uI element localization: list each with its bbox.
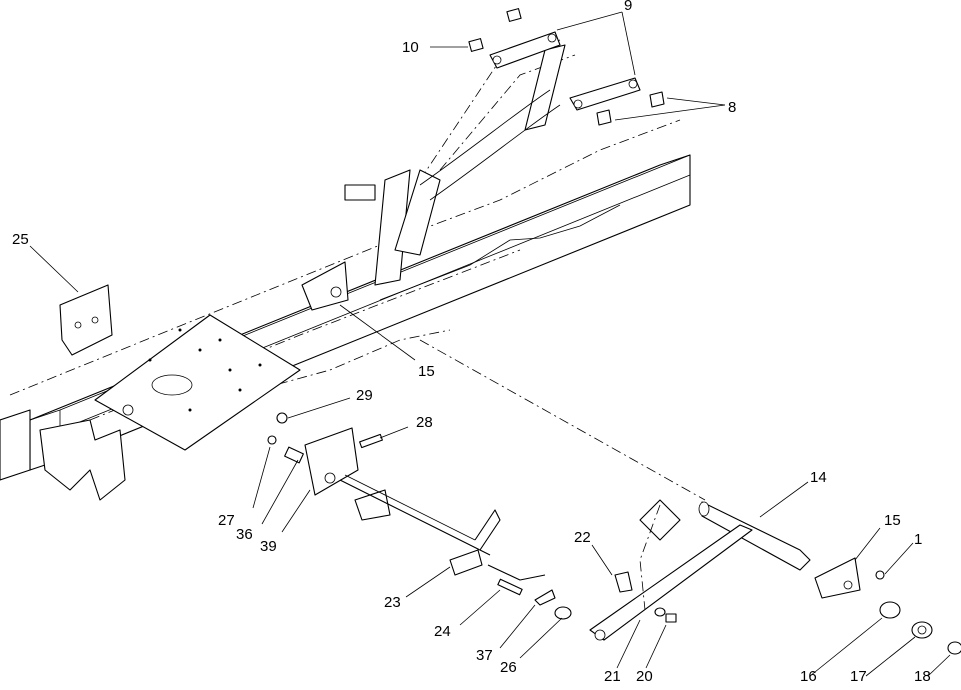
callout-18: 18 [914, 668, 931, 685]
callout-25: 25 [12, 231, 29, 248]
callout-36: 36 [236, 526, 253, 543]
callout-1: 1 [914, 531, 922, 548]
callout-22: 22 [574, 529, 591, 546]
lift-arm-assembly [344, 8, 665, 286]
callout-29: 29 [356, 387, 373, 404]
hardware-27-36-28-29 [267, 412, 383, 464]
callout-39: 39 [260, 538, 277, 555]
cross-shaft-14 [589, 499, 811, 641]
callout-10: 10 [402, 39, 419, 56]
bracket-25 [59, 284, 113, 356]
bracket-39 [304, 427, 391, 521]
callout-28: 28 [416, 414, 433, 431]
callout-23: 23 [384, 594, 401, 611]
callout-labels: 10 9 8 25 15 29 28 27 36 39 14 15 1 22 2… [12, 0, 931, 685]
bracket-15-lower [554, 557, 961, 655]
callout-20: 20 [636, 668, 653, 685]
callout-21: 21 [604, 668, 621, 685]
callout-17: 17 [850, 668, 867, 685]
callout-26: 26 [500, 659, 517, 676]
callout-15-lower: 15 [884, 512, 901, 529]
leader-lines [29, 11, 951, 677]
rod-23 [339, 474, 556, 606]
callout-37: 37 [476, 647, 493, 664]
bracket-15-upper [301, 261, 349, 311]
callout-16: 16 [800, 668, 817, 685]
callout-27: 27 [218, 512, 235, 529]
callout-9: 9 [624, 0, 632, 14]
callout-14: 14 [810, 469, 827, 486]
callout-15-upper: 15 [418, 363, 435, 380]
callout-8: 8 [728, 99, 736, 116]
callout-24: 24 [434, 623, 451, 640]
center-plate [94, 314, 301, 451]
